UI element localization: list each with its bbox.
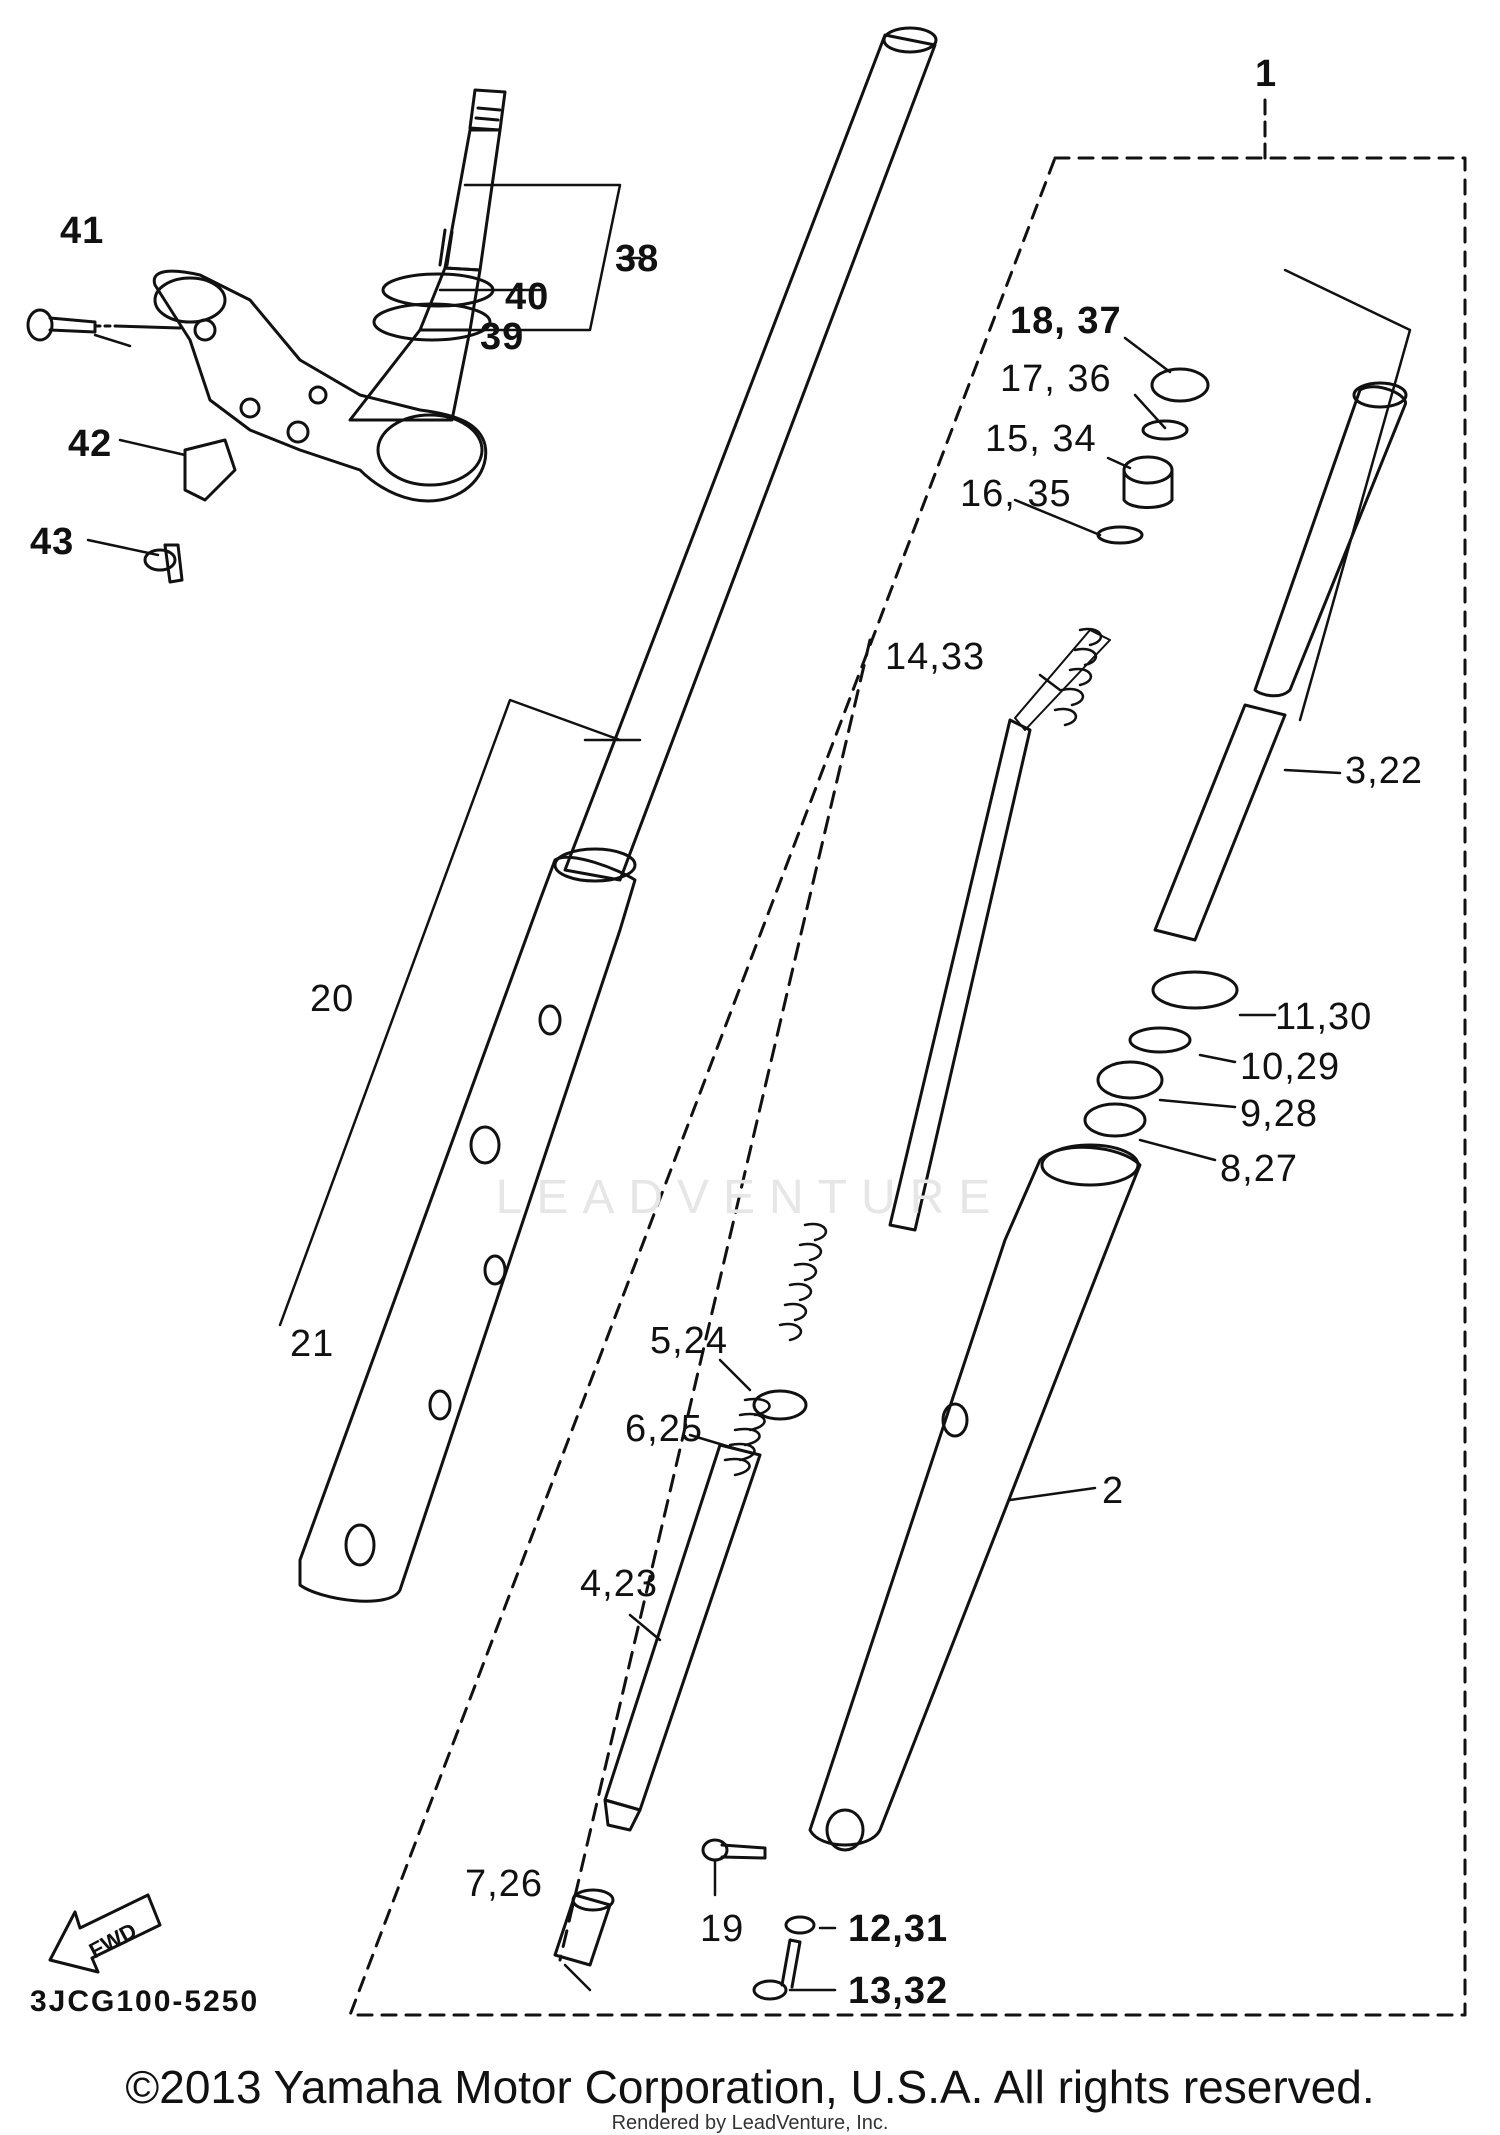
callout-7-26: 7,26 bbox=[465, 1863, 543, 1905]
bolt-19 bbox=[701, 1838, 767, 1862]
rebound-spring-6-25 bbox=[723, 1397, 771, 1477]
seal-stack bbox=[1083, 970, 1239, 1138]
callout-16-35: 16, 35 bbox=[960, 473, 1072, 515]
fwd-arrow-icon bbox=[48, 1893, 162, 1974]
outer-tube-left bbox=[298, 847, 637, 1603]
cap-bolt-18-37 bbox=[1150, 367, 1210, 403]
spring-coil-lower bbox=[778, 1222, 828, 1342]
assembly-box-dashed bbox=[348, 156, 1467, 2017]
callout-18-37: 18, 37 bbox=[1010, 300, 1122, 342]
watermark: LEADVENTURE bbox=[495, 1171, 1005, 1224]
o-ring-17-36 bbox=[1141, 419, 1189, 441]
callout-40: 40 bbox=[505, 276, 550, 318]
inner-tube-long bbox=[563, 26, 938, 882]
piston-ring-5-24 bbox=[752, 1389, 808, 1421]
callout-43: 43 bbox=[30, 521, 75, 563]
o-ring-16-35 bbox=[1096, 525, 1144, 545]
bolt-13-32 bbox=[752, 1938, 802, 2001]
callout-10-29: 10,29 bbox=[1240, 1046, 1341, 1088]
callout-20: 20 bbox=[310, 978, 355, 1020]
oil-lock-piece-7-26 bbox=[553, 1888, 615, 1967]
fork-tube-right-upper bbox=[1153, 381, 1408, 942]
callout-39: 39 bbox=[480, 316, 525, 358]
callout-21: 21 bbox=[290, 1323, 335, 1365]
tube-group-frame bbox=[278, 698, 622, 1327]
diagram-code: 3JCG100-5250 bbox=[30, 1985, 260, 2018]
adjuster-15-34 bbox=[1122, 455, 1174, 509]
lower-bracket bbox=[152, 269, 488, 503]
bolt-41 bbox=[26, 308, 182, 342]
callout-17-36: 17, 36 bbox=[1000, 358, 1112, 400]
bolt-43 bbox=[143, 543, 184, 584]
rendered-by-text: Rendered by LeadVenture, Inc. bbox=[611, 2112, 889, 2134]
callout-19: 19 bbox=[700, 1908, 745, 1950]
outer-tube-right bbox=[808, 1143, 1142, 1852]
bracket-38-39-40 bbox=[438, 183, 642, 332]
copyright-text: ©2013 Yamaha Motor Corporation, U.S.A. A… bbox=[125, 2061, 1375, 2113]
steering-stem bbox=[348, 88, 507, 422]
callout-14-33: 14,33 bbox=[885, 636, 986, 678]
callout-13-32: 13,32 bbox=[848, 1970, 949, 2012]
damper-rod-4-23 bbox=[603, 1443, 762, 1832]
callout-41: 41 bbox=[60, 210, 105, 252]
callout-11-30: 11,30 bbox=[1275, 996, 1373, 1038]
callout-12-31: 12,31 bbox=[848, 1908, 949, 1950]
bracket-42 bbox=[183, 438, 237, 502]
callout-6-25: 6,25 bbox=[625, 1408, 703, 1450]
callout-38: 38 bbox=[615, 238, 660, 280]
callout-3-22: 3,22 bbox=[1345, 750, 1423, 792]
callout-9-28: 9,28 bbox=[1240, 1093, 1318, 1135]
washer-12-31 bbox=[784, 1915, 816, 1935]
spring-coil-upper bbox=[1053, 627, 1103, 727]
callout-4-23: 4,23 bbox=[580, 1563, 658, 1605]
callout-8-27: 8,27 bbox=[1220, 1148, 1298, 1190]
callout-15-34: 15, 34 bbox=[985, 418, 1097, 460]
right-tube-frame bbox=[1283, 268, 1412, 722]
callout-42: 42 bbox=[68, 423, 113, 465]
inner-dashed-centerline bbox=[558, 638, 872, 1962]
callout-5-24: 5,24 bbox=[650, 1320, 728, 1362]
callout-1: 1 bbox=[1255, 53, 1278, 95]
callout-2: 2 bbox=[1102, 1470, 1125, 1512]
leader-lines bbox=[86, 333, 1342, 1992]
spring-top-14-33 bbox=[888, 629, 1111, 1232]
